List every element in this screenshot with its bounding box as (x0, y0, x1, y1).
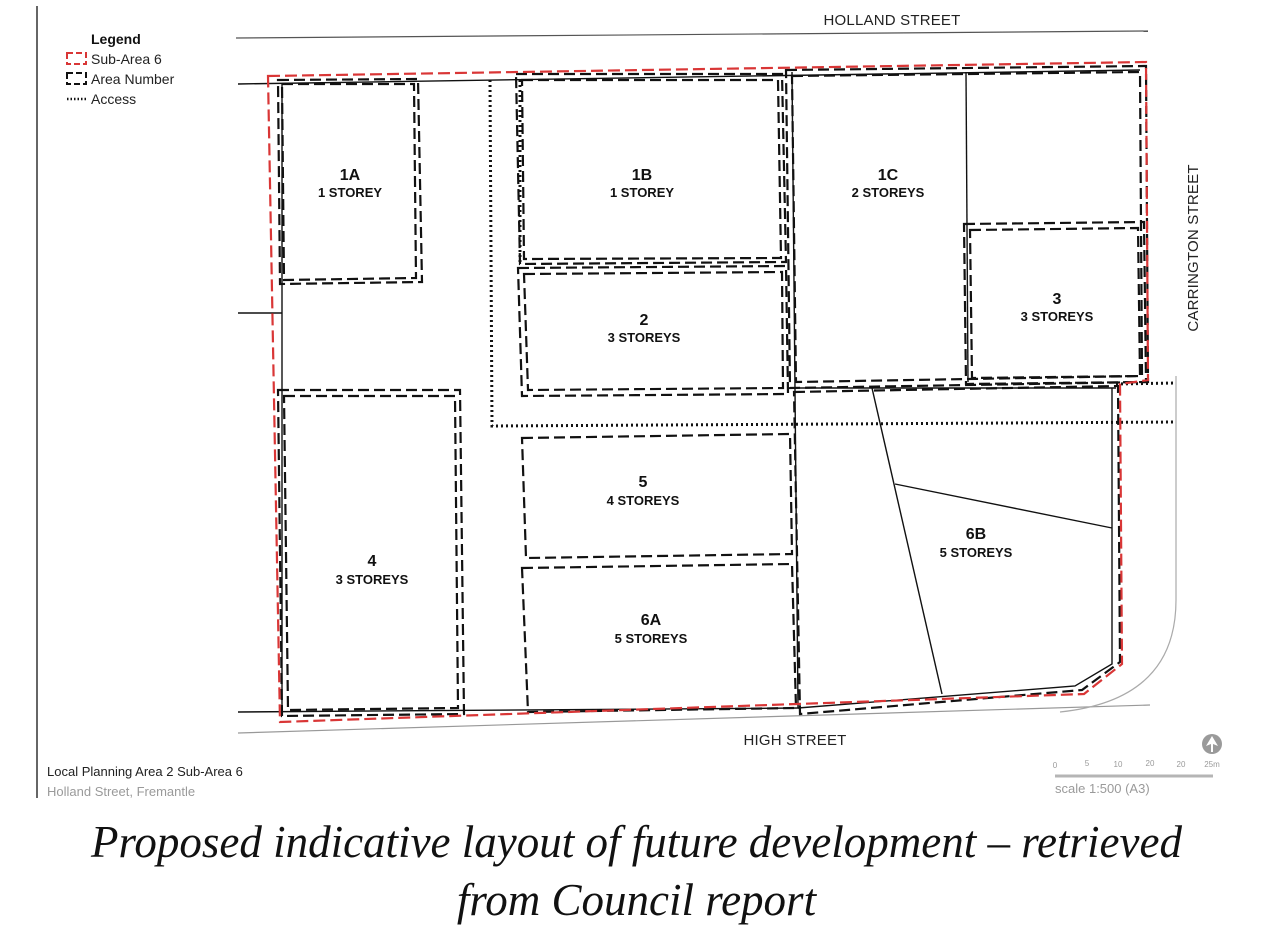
holland-street-edge (235, 30, 1149, 39)
area-label-5: 5 4 STOREYS (607, 474, 680, 508)
svg-text:4 STOREYS: 4 STOREYS (607, 493, 680, 508)
lot-lines (237, 69, 1141, 713)
area-label-1A: 1A 1 STOREY (318, 167, 382, 200)
street-label-south: HIGH STREET (743, 732, 846, 749)
svg-text:5 STOREYS: 5 STOREYS (615, 631, 688, 646)
svg-text:1A: 1A (340, 167, 361, 184)
area-label-4: 4 3 STOREYS (336, 553, 409, 587)
area-1B-boundary (514, 72, 788, 266)
area-3-boundary (962, 220, 1148, 386)
figure-caption-line-1: Proposed indicative layout of future dev… (91, 817, 1182, 867)
area-label-1B: 1B 1 STOREY (610, 167, 674, 200)
legend-sub-area-swatch (66, 52, 87, 65)
svg-text:5 STOREYS: 5 STOREYS (940, 545, 1013, 560)
footer-subtitle: Holland Street, Fremantle (47, 784, 195, 799)
legend-item-access: Access (91, 91, 136, 107)
svg-text:1C: 1C (878, 167, 899, 184)
svg-text:6B: 6B (966, 526, 986, 543)
svg-text:2 STOREYS: 2 STOREYS (852, 185, 925, 200)
svg-text:10: 10 (1114, 760, 1123, 769)
area-label-1C: 1C 2 STOREYS (852, 167, 925, 200)
area-4-boundary (276, 388, 466, 718)
north-arrow-icon (1202, 734, 1222, 754)
svg-text:25m: 25m (1204, 760, 1220, 769)
legend: Legend Sub-Area 6 Area Number Access (66, 31, 175, 107)
legend-item-area-number: Area Number (91, 71, 175, 87)
svg-text:20: 20 (1146, 759, 1155, 768)
svg-text:6A: 6A (641, 612, 662, 629)
area-1C-boundary (784, 64, 1150, 390)
high-street-edge (237, 704, 1151, 734)
svg-text:3: 3 (1053, 291, 1062, 308)
area-label-6A: 6A 5 STOREYS (615, 612, 688, 646)
legend-area-number-swatch (66, 72, 87, 85)
scale-label: scale 1:500 (A3) (1055, 781, 1150, 796)
svg-text:2: 2 (640, 312, 649, 329)
svg-text:1 STOREY: 1 STOREY (610, 185, 674, 200)
site-plan-map: HOLLAND STREET CARRINGTON STREET HIGH ST… (36, 6, 1222, 799)
access-routes (488, 79, 1177, 428)
svg-text:3 STOREYS: 3 STOREYS (336, 572, 409, 587)
area-6B-boundary (792, 384, 1122, 716)
area-label-2: 2 3 STOREYS (608, 312, 681, 345)
figure-caption-line-2: from Council report (456, 875, 817, 925)
area-5-boundary (520, 432, 794, 560)
street-label-east: CARRINGTON STREET (1185, 164, 1202, 331)
area-label-6B: 6B 5 STOREYS (940, 526, 1013, 560)
legend-item-sub-area: Sub-Area 6 (91, 51, 162, 67)
carrington-street-corner (1059, 376, 1177, 713)
area-6A-boundary (520, 562, 798, 714)
svg-text:0: 0 (1053, 761, 1058, 770)
svg-text:5: 5 (639, 474, 648, 491)
svg-text:4: 4 (368, 553, 377, 570)
legend-title: Legend (91, 31, 141, 47)
sub-area-6-boundary (266, 60, 1150, 724)
area-boundaries (276, 64, 1150, 718)
svg-text:1B: 1B (632, 167, 652, 184)
scale-bar: 0 5 10 20 20 25m scale 1:500 (A3) (1053, 759, 1220, 796)
area-label-3: 3 3 STOREYS (1021, 291, 1094, 324)
svg-text:5: 5 (1085, 759, 1090, 768)
street-label-north: HOLLAND STREET (824, 12, 961, 29)
svg-text:1 STOREY: 1 STOREY (318, 185, 382, 200)
svg-text:3 STOREYS: 3 STOREYS (1021, 309, 1094, 324)
area-1A-boundary (276, 77, 424, 286)
svg-text:20: 20 (1177, 760, 1186, 769)
svg-text:3 STOREYS: 3 STOREYS (608, 330, 681, 345)
footer-title: Local Planning Area 2 Sub-Area 6 (47, 764, 243, 779)
area-2-boundary (516, 264, 790, 398)
